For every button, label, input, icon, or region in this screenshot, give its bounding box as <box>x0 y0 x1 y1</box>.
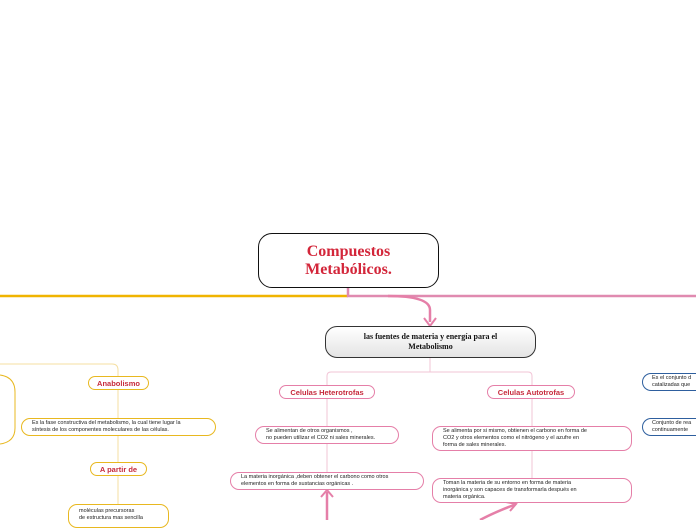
label-celulas-autotrofas[interactable]: Celulas Autotrofas <box>487 385 575 399</box>
node-right-partial-2[interactable]: Conjunto de rea continuamente <box>642 418 696 436</box>
node-right-partial-1[interactable]: Es el conjunto d catalizadas que <box>642 373 696 391</box>
autotrofas-desc-line2: CO2 y otros elementos como el nitrógeno … <box>443 435 580 441</box>
connector-root-to-main <box>387 294 432 322</box>
main-topic-fuentes-materia[interactable]: las fuentes de materia y energía para el… <box>325 326 536 358</box>
right-partial-1-line1: Es el conjunto d <box>652 375 692 381</box>
label-anabolismo-text: Anabolismo <box>97 378 140 388</box>
label-anabolismo[interactable]: Anabolismo <box>88 376 149 390</box>
right-partial-2-line2: continuamente <box>652 427 689 433</box>
node-moleculas-precursoras[interactable]: moléculas precursoras de estructura mas … <box>68 504 169 528</box>
partial-gold-node <box>0 374 16 445</box>
root-node-compuestos-metabolicos[interactable]: Compuestos Metabólicos. <box>258 233 439 288</box>
node-anabolismo-desc[interactable]: Es la fase constructiva del metabolismo,… <box>21 418 216 436</box>
label-celulas-heterotrofas[interactable]: Celulas Heterotrofas <box>279 385 375 399</box>
label-celulas-heterotrofas-text: Celulas Heterotrofas <box>290 387 364 397</box>
moleculas-line2: de estructura mas sencilla <box>79 515 143 521</box>
main-topic-line2: Metabolismo <box>408 342 453 351</box>
autotrofas-toman-line1: Toman la materia de su entorno en forma … <box>443 480 572 486</box>
right-partial-1-line2: catalizadas que <box>652 382 691 388</box>
main-topic-line1: las fuentes de materia y energía para el <box>363 332 498 341</box>
autotrofas-toman-line2: inorgánica y son capaces de transformarl… <box>443 487 577 493</box>
label-a-partir-de-text: A partir de <box>99 464 138 474</box>
moleculas-line1: moléculas precursoras <box>79 508 135 514</box>
connector-arrow-autotrofas <box>479 503 515 520</box>
heterotrofas-inorg-line1: La materia inorgánica ,deben obtener el … <box>241 474 389 480</box>
heterotrofas-desc-line1: Se alimentan de otros organismos , <box>266 428 353 434</box>
heterotrofas-desc-line2: no pueden utilizar el CO2 ni sales miner… <box>266 435 376 441</box>
node-autotrofas-toman-materia[interactable]: Toman la materia de su entorno en forma … <box>432 478 632 503</box>
right-partial-2-line1: Conjunto de rea <box>652 420 692 426</box>
node-heterotrofas-desc[interactable]: Se alimentan de otros organismos , no pu… <box>255 426 399 444</box>
node-autotrofas-desc[interactable]: Se alimenta por si mismo, obtienen el ca… <box>432 426 632 451</box>
anabolismo-desc-line1: Es la fase constructiva del metabolismo,… <box>32 420 181 426</box>
label-a-partir-de[interactable]: A partir de <box>90 462 147 476</box>
autotrofas-desc-line1: Se alimenta por si mismo, obtienen el ca… <box>443 428 587 434</box>
heterotrofas-inorg-line2: elementos en forma de sustancias orgánic… <box>241 481 354 487</box>
anabolismo-desc-line2: síntesis de los componentes moleculares … <box>32 427 169 433</box>
autotrofas-desc-line3: forma de sales minerales. <box>443 442 506 448</box>
connector-root-pink-right <box>346 288 696 298</box>
node-heterotrofas-materia-inorganica[interactable]: La materia inorgánica ,deben obtener el … <box>230 472 424 490</box>
root-title-line1: Compuestos <box>306 242 391 260</box>
autotrofas-toman-line3: materia orgánica. <box>443 494 486 500</box>
root-title-line2: Metabólicos. <box>305 260 392 278</box>
label-celulas-autotrofas-text: Celulas Autotrofas <box>497 387 565 397</box>
